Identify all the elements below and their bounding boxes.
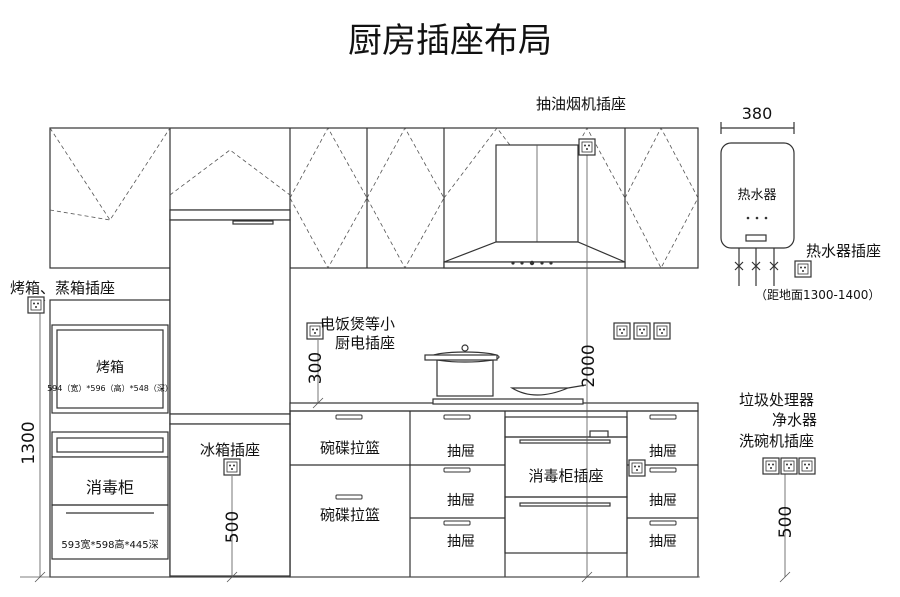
sterilizer-label: 消毒柜	[86, 478, 134, 497]
sink-socket-2-icon	[780, 457, 798, 475]
counter-socket-1-icon	[613, 322, 631, 340]
dimension-lines	[20, 155, 791, 583]
water-heater	[720, 122, 795, 286]
sink-socket-1-icon	[762, 457, 780, 475]
sink-socket-3-icon	[798, 457, 816, 475]
height-300-dimension: 300	[306, 352, 326, 384]
tall-cabinet-left	[49, 299, 171, 578]
dish-basket-label-1: 碗碟拉篮	[320, 439, 380, 457]
water-heater-socket-icon	[794, 260, 812, 278]
base-cabinets	[289, 402, 699, 578]
drawer-label-1: 抽屉	[447, 444, 475, 460]
right-500-dimension: 500	[776, 506, 796, 538]
water-heater-socket-label: 热水器插座	[806, 242, 881, 260]
fridge-socket-label: 冰箱插座	[200, 441, 260, 459]
diagram-title: 厨房插座布局	[348, 21, 552, 61]
heater-width-dimension: 380	[742, 104, 773, 123]
dish-basket-label-2: 碗碟拉篮	[320, 506, 380, 524]
height-2000-dimension: 2000	[579, 344, 599, 387]
garbage-disposer-label: 垃圾处理器	[739, 391, 814, 409]
rice-cooker-label-2: 厨电插座	[335, 334, 395, 352]
pot-and-wok	[424, 344, 587, 405]
drawer-label-2: 抽屉	[447, 493, 475, 509]
drawer-label-5: 抽屉	[649, 493, 677, 509]
oven-socket-icon	[27, 296, 45, 314]
rice-cooker-label-1: 电饭煲等小	[320, 315, 395, 333]
dishwasher-socket-label: 洗碗机插座	[739, 432, 814, 450]
sterilizer-socket-icon	[628, 459, 646, 477]
drawer-label-4: 抽屉	[649, 444, 677, 460]
water-heater-height-label: （距地面1300-1400）	[755, 288, 880, 302]
sterilizer-socket-label: 消毒柜插座	[528, 467, 603, 485]
drawer-label-6: 抽屉	[649, 534, 677, 550]
oven-steam-socket-label: 烤箱、蒸箱插座	[10, 279, 115, 297]
fridge-500-dimension: 500	[223, 511, 243, 543]
water-purifier-label: 净水器	[772, 411, 817, 429]
fridge-socket-icon	[223, 458, 241, 476]
drawer-label-3: 抽屉	[447, 534, 475, 550]
water-heater-label: 热水器	[737, 188, 776, 203]
hood-socket-icon	[578, 138, 596, 156]
oven-label: 烤箱	[96, 360, 124, 376]
oven-size-label: 594（宽）*596（高）*548（深）	[47, 383, 173, 393]
height-1300-dimension: 1300	[19, 421, 39, 464]
counter-socket-3-icon	[653, 322, 671, 340]
upper-cabinets	[49, 127, 699, 300]
sterilizer-size-label: 593宽*598高*445深	[61, 538, 158, 551]
refrigerator	[169, 209, 291, 578]
counter-socket-2-icon	[633, 322, 651, 340]
hood-socket-label: 抽油烟机插座	[536, 95, 626, 113]
range-hood	[443, 144, 626, 269]
